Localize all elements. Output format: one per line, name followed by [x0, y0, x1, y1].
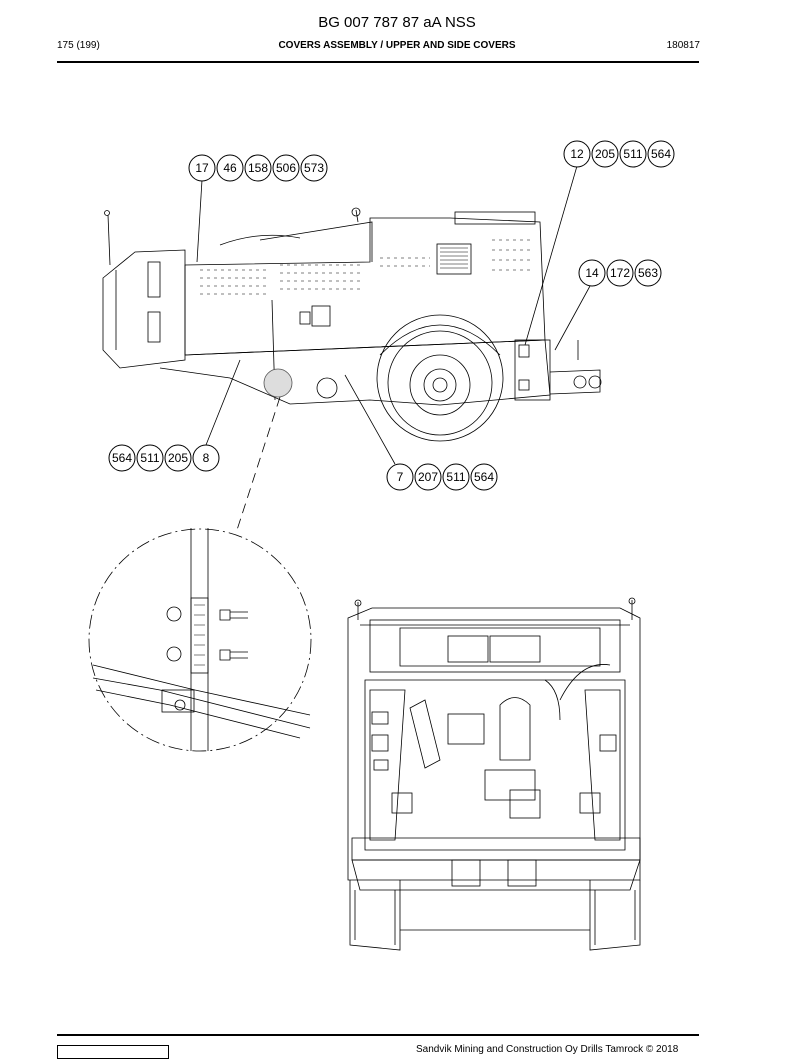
svg-text:8: 8: [203, 451, 210, 465]
svg-text:564: 564: [651, 147, 671, 161]
svg-text:14: 14: [585, 266, 599, 280]
svg-text:506: 506: [276, 161, 296, 175]
side-view: [102, 207, 602, 442]
svg-text:158: 158: [248, 161, 268, 175]
document-title: BG 007 787 87 aA NSS: [318, 14, 476, 31]
svg-text:7: 7: [397, 470, 404, 484]
svg-text:511: 511: [140, 451, 159, 465]
callout-563[interactable]: 563: [634, 259, 662, 287]
callout-158[interactable]: 158: [244, 154, 272, 182]
callout-511-bottom[interactable]: 511: [442, 463, 470, 491]
svg-text:12: 12: [570, 147, 584, 161]
callout-group-top-left: 17 46 158 506 573: [188, 154, 328, 182]
callout-564-bottom[interactable]: 564: [470, 463, 498, 491]
callout-group-bottom: 7 207 511 564: [386, 463, 498, 491]
callout-group-top-right: 12 205 511 564: [563, 140, 675, 168]
section-title: COVERS ASSEMBLY / UPPER AND SIDE COVERS: [278, 40, 516, 51]
sandvik-logo: [57, 1045, 169, 1059]
svg-text:172: 172: [610, 266, 630, 280]
callout-564-left[interactable]: 564: [108, 444, 136, 472]
svg-text:511: 511: [446, 470, 465, 484]
svg-text:205: 205: [168, 451, 188, 465]
callout-46[interactable]: 46: [216, 154, 244, 182]
callout-511[interactable]: 511: [619, 140, 647, 168]
svg-text:205: 205: [595, 147, 615, 161]
callout-205[interactable]: 205: [591, 140, 619, 168]
svg-text:207: 207: [418, 470, 438, 484]
footer-rule: [57, 1034, 699, 1036]
callout-506[interactable]: 506: [272, 154, 300, 182]
callout-511-left[interactable]: 511: [136, 444, 164, 472]
svg-text:573: 573: [304, 161, 324, 175]
detail-view: [88, 528, 312, 752]
callout-group-left: 564 511 205 8: [108, 444, 220, 472]
svg-text:17: 17: [195, 161, 209, 175]
leader-lines: [196, 165, 591, 531]
callout-8[interactable]: 8: [192, 444, 220, 472]
callout-564[interactable]: 564: [647, 140, 675, 168]
callout-group-right: 14 172 563: [578, 259, 662, 287]
svg-text:511: 511: [623, 147, 642, 161]
callout-172[interactable]: 172: [606, 259, 634, 287]
callout-12[interactable]: 12: [563, 140, 591, 168]
rear-view: [347, 597, 641, 951]
callout-573[interactable]: 573: [300, 154, 328, 182]
svg-text:46: 46: [223, 161, 237, 175]
document-date: 180817: [666, 40, 700, 51]
svg-text:564: 564: [112, 451, 132, 465]
svg-text:564: 564: [474, 470, 494, 484]
callout-205-left[interactable]: 205: [164, 444, 192, 472]
callout-17[interactable]: 17: [188, 154, 216, 182]
page-number: 175 (199): [57, 40, 100, 51]
footer-copyright: Sandvik Mining and Construction Oy Drill…: [416, 1044, 679, 1055]
callout-14[interactable]: 14: [578, 259, 606, 287]
svg-text:563: 563: [638, 266, 658, 280]
header-rule: [57, 61, 699, 63]
callout-207[interactable]: 207: [414, 463, 442, 491]
callout-7[interactable]: 7: [386, 463, 414, 491]
